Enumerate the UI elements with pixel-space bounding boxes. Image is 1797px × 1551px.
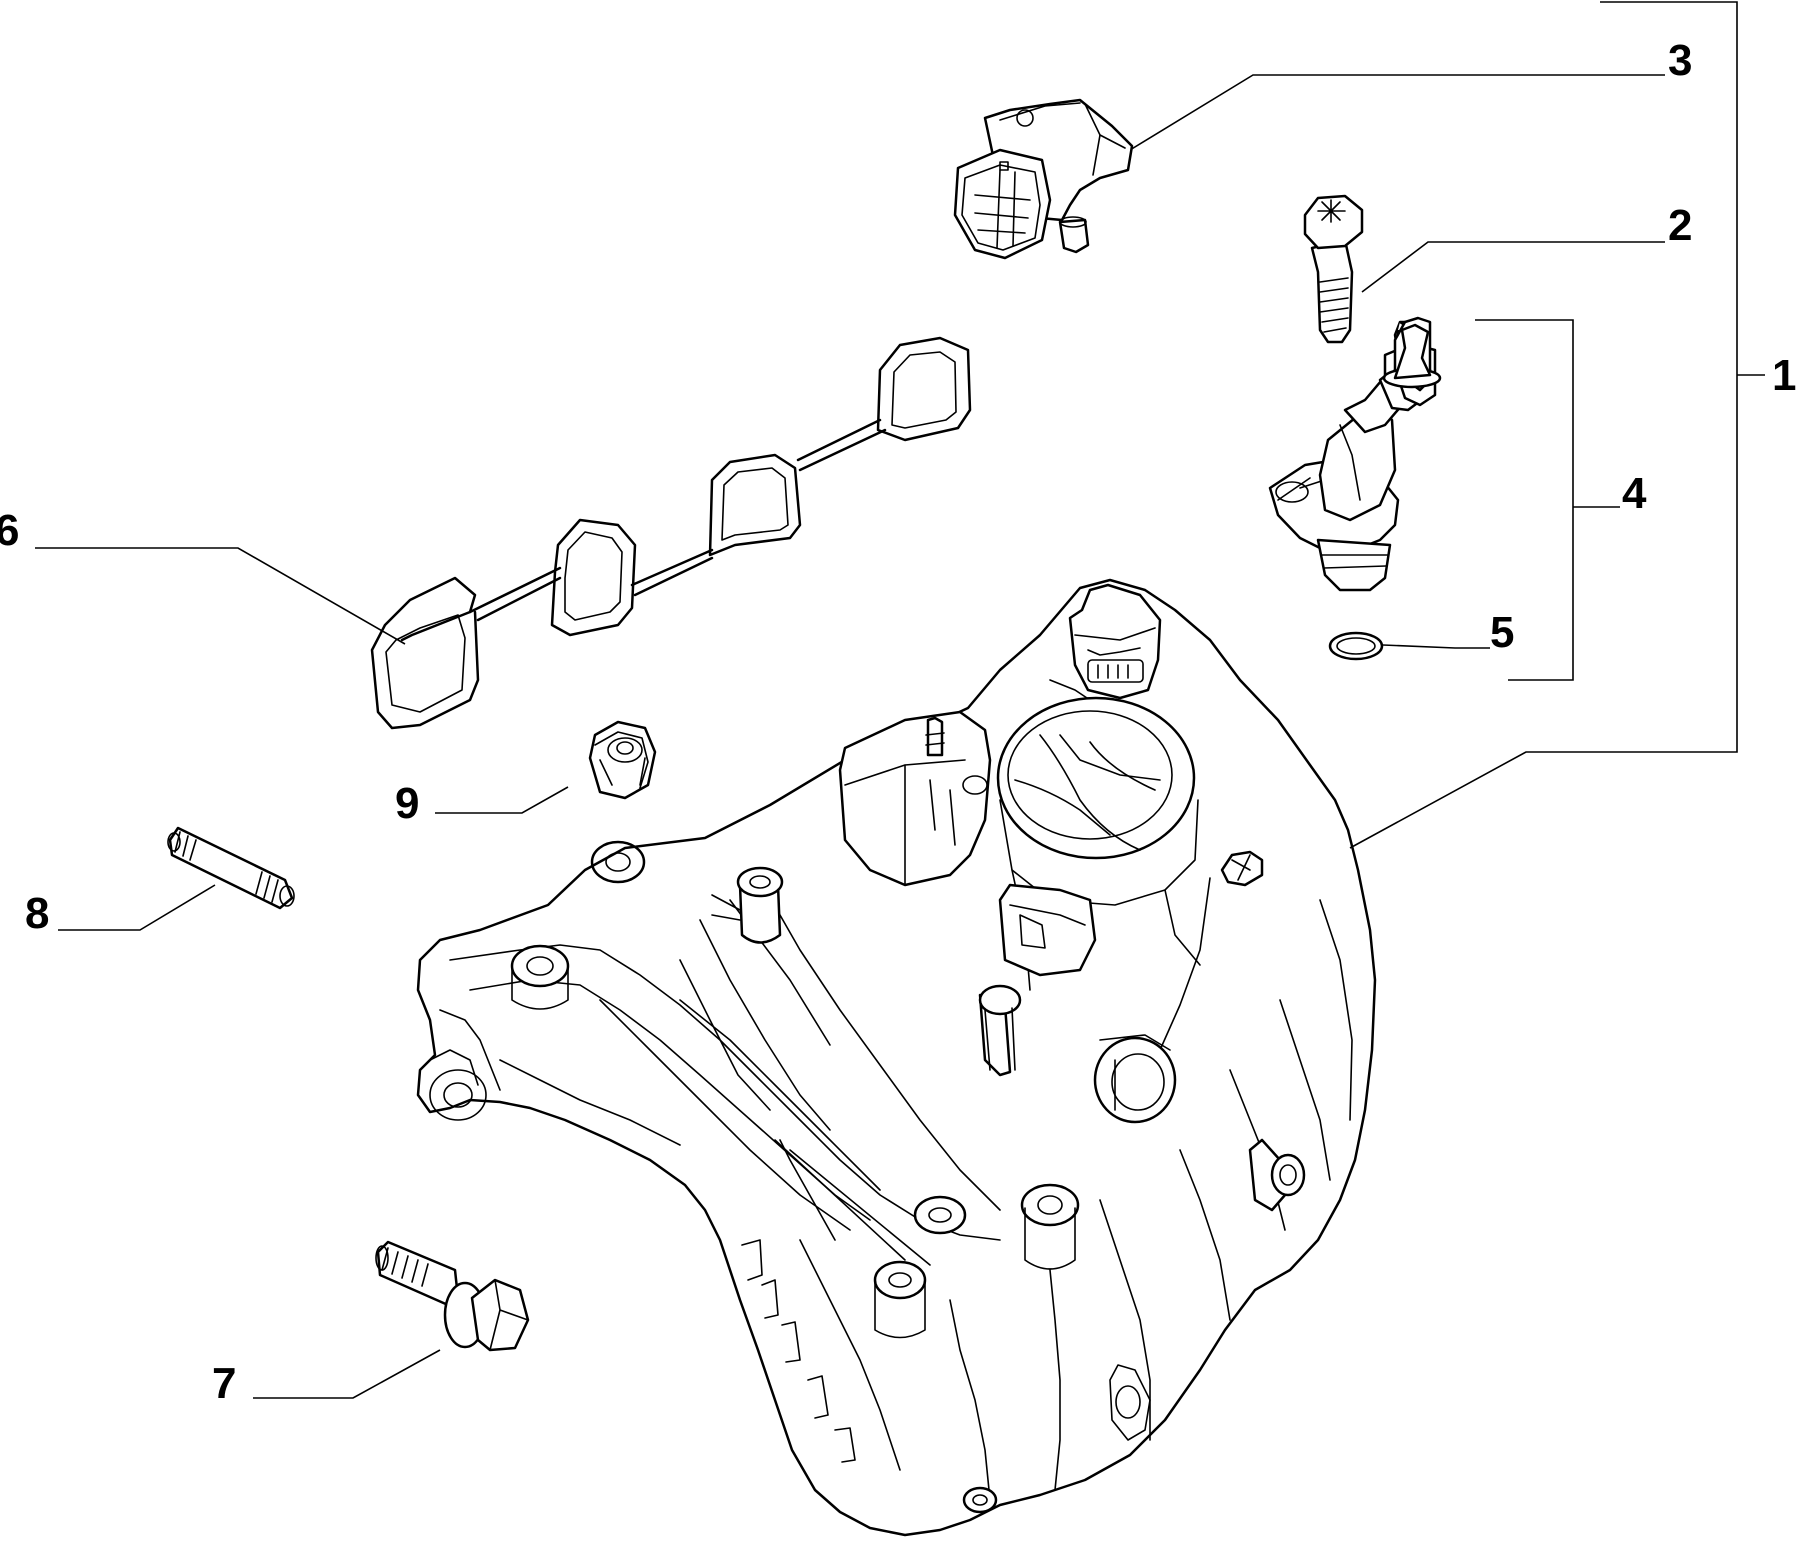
o-ring-part-5 <box>1328 631 1384 661</box>
callout-8: 8 <box>25 889 49 938</box>
callout-1: 1 <box>1772 351 1796 400</box>
leader-5 <box>1382 644 1490 649</box>
callout-9: 9 <box>395 779 419 828</box>
leader-7 <box>253 1349 441 1399</box>
callout-4: 4 <box>1622 469 1647 518</box>
leader-6 <box>35 547 406 645</box>
leader-3 <box>1129 74 1665 151</box>
stud-part-8 <box>167 826 295 910</box>
callout-5: 5 <box>1490 608 1514 657</box>
map-sensor-part-3 <box>953 98 1134 260</box>
bracket-1 <box>1349 1 1765 849</box>
callout-7: 7 <box>212 1359 236 1408</box>
callout-6: 6 <box>0 506 19 555</box>
callout-3: 3 <box>1668 36 1692 85</box>
temperature-sensor-part-4 <box>1268 316 1442 592</box>
bracket-4-5 <box>1475 319 1620 681</box>
leader-8 <box>58 884 216 931</box>
callout-2: 2 <box>1668 201 1692 250</box>
flange-bolt-part-7 <box>375 1240 530 1352</box>
screw-part-2 <box>1303 194 1364 344</box>
leader-2 <box>1361 241 1665 293</box>
intake-manifold-part-1 <box>416 578 1377 1537</box>
leader-9 <box>435 786 569 814</box>
gasket-part-6 <box>370 336 972 730</box>
nut-part-9 <box>588 720 657 800</box>
